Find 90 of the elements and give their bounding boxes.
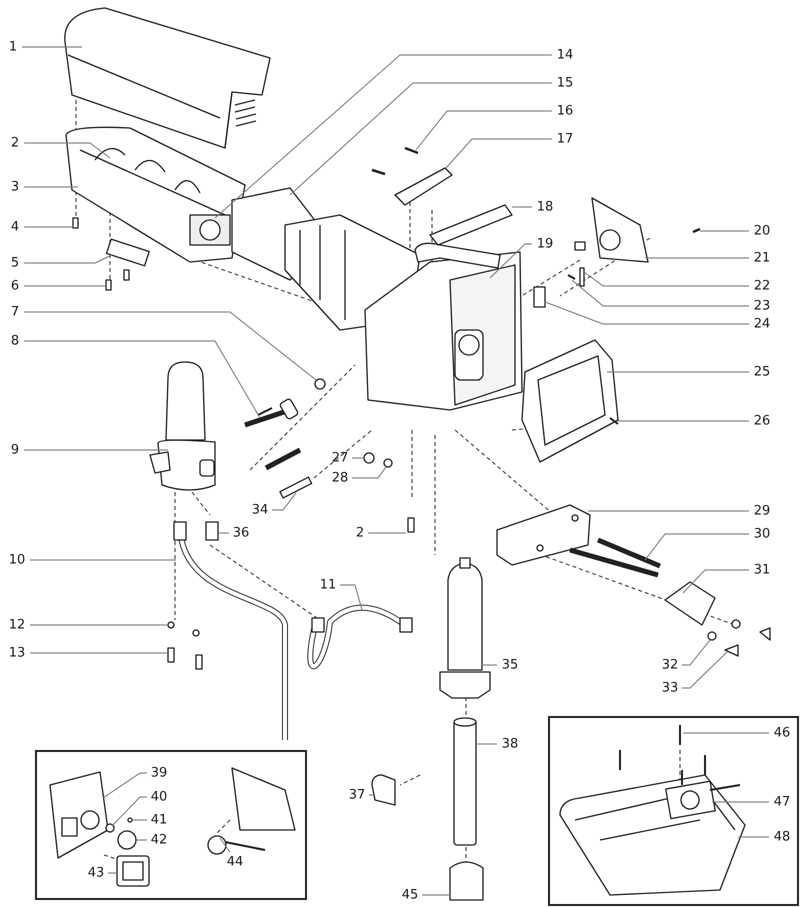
callout-number: 41 (150, 812, 168, 828)
leader-line (108, 872, 118, 874)
leader-line (682, 570, 750, 594)
callout-number: 19 (536, 236, 554, 252)
callout-number: 34 (252, 502, 268, 518)
callout-number: 16 (556, 104, 574, 118)
leader-line (340, 584, 362, 610)
callout-number: 44 (226, 854, 244, 870)
leader-line (738, 836, 770, 838)
callout-number: 38 (502, 736, 518, 752)
leader-line (644, 534, 750, 560)
leader-line (24, 312, 316, 380)
callout-number: 7 (10, 304, 20, 320)
callout-number: 27 (332, 450, 348, 466)
callout-number: 23 (754, 298, 770, 314)
leader-line (220, 838, 230, 852)
callout-number: 21 (754, 250, 770, 266)
callout-number: 24 (754, 316, 770, 332)
callout-number: 37 (348, 788, 366, 802)
callout-number: 30 (754, 526, 770, 542)
leader-line (24, 142, 110, 158)
leader-line (490, 244, 532, 278)
callout-number: 48 (774, 830, 790, 844)
leader-line (102, 772, 148, 798)
callout-number: 42 (150, 832, 168, 848)
leader-line (682, 652, 728, 688)
callout-number: 31 (754, 562, 770, 578)
callout-number: 11 (320, 578, 336, 592)
leader-line (368, 794, 376, 796)
leader-line (352, 466, 386, 478)
leader-line (682, 640, 710, 666)
leader-line (290, 82, 552, 196)
leader-line (482, 664, 498, 666)
leader-line (682, 732, 770, 734)
callout-number: 26 (754, 414, 770, 428)
callout-number: 20 (754, 224, 770, 238)
leader-line (30, 624, 168, 626)
callout-number: 5 (10, 256, 20, 270)
callout-number: 6 (10, 278, 20, 294)
leader-line (272, 492, 296, 510)
inset-frame (548, 716, 799, 906)
callout-number: 36 (232, 526, 250, 540)
leader-line (22, 46, 82, 48)
callout-number: 8 (10, 334, 20, 348)
callout-number: 32 (662, 658, 678, 672)
callout-number: 3 (10, 180, 20, 194)
leader-line (24, 340, 260, 418)
callout-number: 46 (774, 726, 790, 740)
callout-number: 39 (150, 766, 168, 780)
callout-number: 2 (356, 526, 364, 540)
leader-line (24, 226, 74, 228)
callout-number: 35 (502, 658, 518, 672)
callout-number: 18 (536, 200, 554, 214)
callout-number: 40 (150, 790, 168, 804)
leader-line (24, 186, 78, 188)
leader-line (24, 254, 112, 264)
leader-line (446, 138, 552, 168)
callout-number: 10 (8, 552, 26, 568)
leader-line (616, 420, 750, 422)
inset-frame (35, 750, 307, 900)
callout-number: 17 (556, 132, 574, 146)
leader-line (572, 280, 750, 306)
callout-number: 45 (402, 888, 418, 902)
leader-line (416, 110, 552, 150)
callout-number: 29 (754, 504, 770, 518)
leader-line (368, 532, 406, 534)
callout-number: 43 (88, 866, 104, 880)
callout-number: 13 (8, 646, 26, 660)
callout-number: 9 (10, 442, 20, 458)
callout-number: 4 (10, 220, 20, 234)
leader-line (584, 272, 750, 286)
callout-number: 14 (556, 48, 574, 62)
leader-line (512, 206, 532, 208)
leader-line (588, 510, 750, 512)
callout-number: 2 (10, 136, 20, 150)
leader-line (30, 652, 168, 654)
callout-number: 28 (332, 470, 348, 486)
leader-line (544, 302, 750, 324)
callout-number: 33 (662, 680, 678, 696)
leader-line (700, 230, 750, 232)
callout-number: 25 (754, 364, 770, 380)
callout-number: 15 (556, 76, 574, 90)
callout-number: 12 (8, 618, 26, 632)
callout-number: 47 (774, 794, 790, 810)
callout-number: 22 (754, 278, 770, 294)
leader-line (218, 532, 230, 534)
callout-number: 1 (8, 40, 18, 54)
leader-line (112, 796, 148, 826)
leader-line (422, 894, 450, 896)
leader-line (214, 54, 552, 218)
